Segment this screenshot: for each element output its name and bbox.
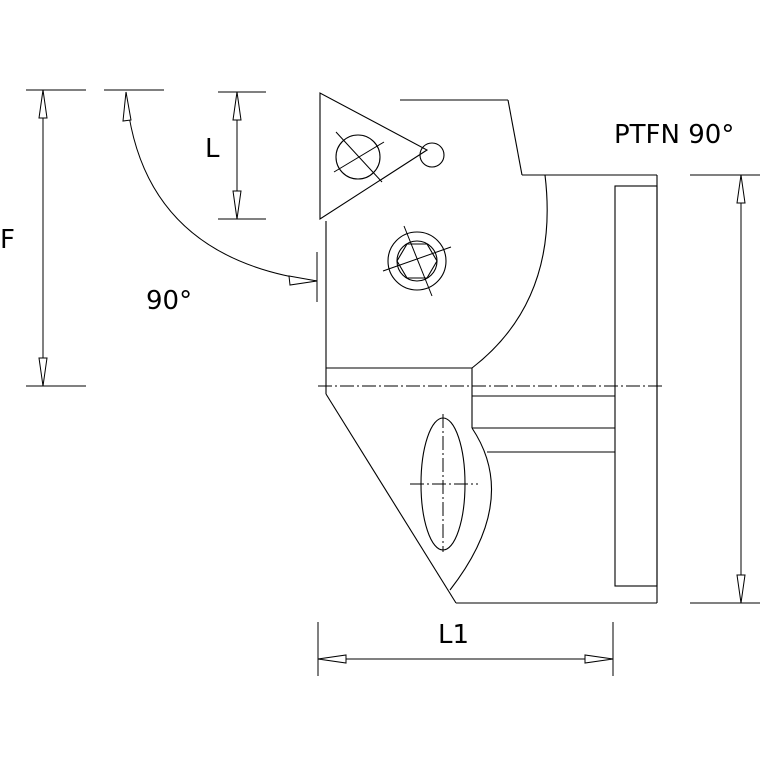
dimension-l (218, 91, 266, 220)
label-f: F (0, 225, 15, 255)
dimension-angle (104, 89, 318, 302)
label-angle: 90° (146, 286, 192, 316)
label-l: L (205, 134, 220, 164)
locating-pin (419, 142, 445, 168)
title-label: PTFN 90° (614, 120, 734, 150)
clamp-slot (420, 417, 466, 551)
hex-socket-icon (396, 243, 438, 279)
insert-hole (335, 134, 381, 180)
triangular-insert (319, 92, 445, 221)
clamp-screw (382, 225, 452, 297)
label-l1: L1 (438, 620, 469, 650)
dimension-l1 (317, 622, 614, 676)
dimension-height (690, 174, 760, 604)
dimension-f (26, 89, 86, 387)
shank (472, 395, 615, 453)
